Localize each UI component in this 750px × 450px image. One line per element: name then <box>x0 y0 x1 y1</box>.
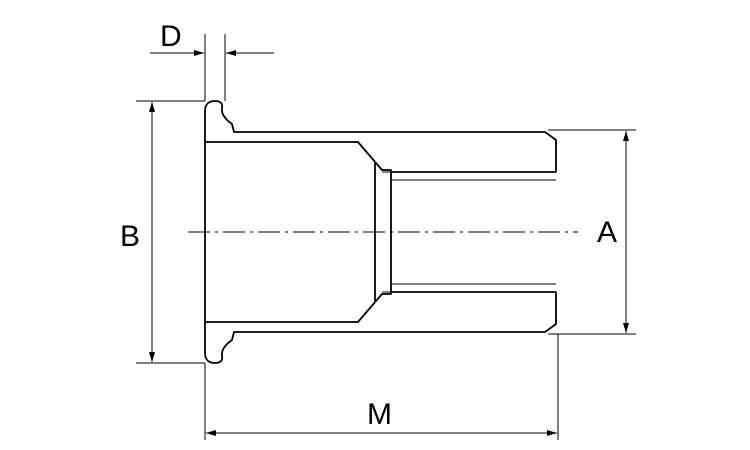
dimension-lines <box>149 50 629 436</box>
dimension-label-a: A <box>597 216 617 249</box>
section-hatching <box>204 100 557 364</box>
lower-wall-section <box>204 291 557 364</box>
dimension-label-m: M <box>367 398 392 431</box>
dimension-label-d: D <box>160 20 182 53</box>
dimension-label-b: B <box>120 220 140 253</box>
upper-wall-section <box>204 100 557 173</box>
extension-lines <box>136 34 636 440</box>
